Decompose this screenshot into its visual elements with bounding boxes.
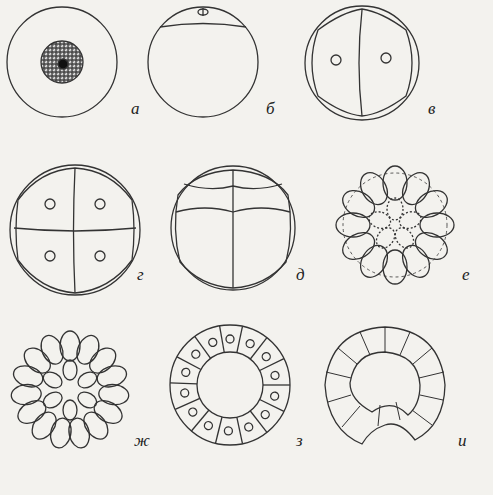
eight-cell-stage — [171, 166, 295, 290]
stage-letter: ж — [134, 432, 150, 449]
stage-letter: д — [296, 266, 305, 283]
two-cell-stage — [305, 6, 419, 120]
stage-letter: е — [462, 266, 470, 283]
stage-letter: а — [131, 100, 140, 117]
four-cell-stage — [10, 165, 140, 295]
stage-letter: в — [428, 100, 435, 117]
zygote-dividing — [148, 7, 258, 117]
stage-letter: и — [458, 432, 467, 449]
stage-letter: з — [296, 432, 303, 449]
gastrula — [325, 327, 445, 444]
stage-letter: б — [266, 100, 275, 117]
morula — [336, 166, 454, 284]
blastula-section — [170, 325, 290, 445]
egg-cell — [7, 7, 117, 117]
late-morula — [10, 331, 129, 450]
stage-letter: г — [137, 266, 144, 283]
